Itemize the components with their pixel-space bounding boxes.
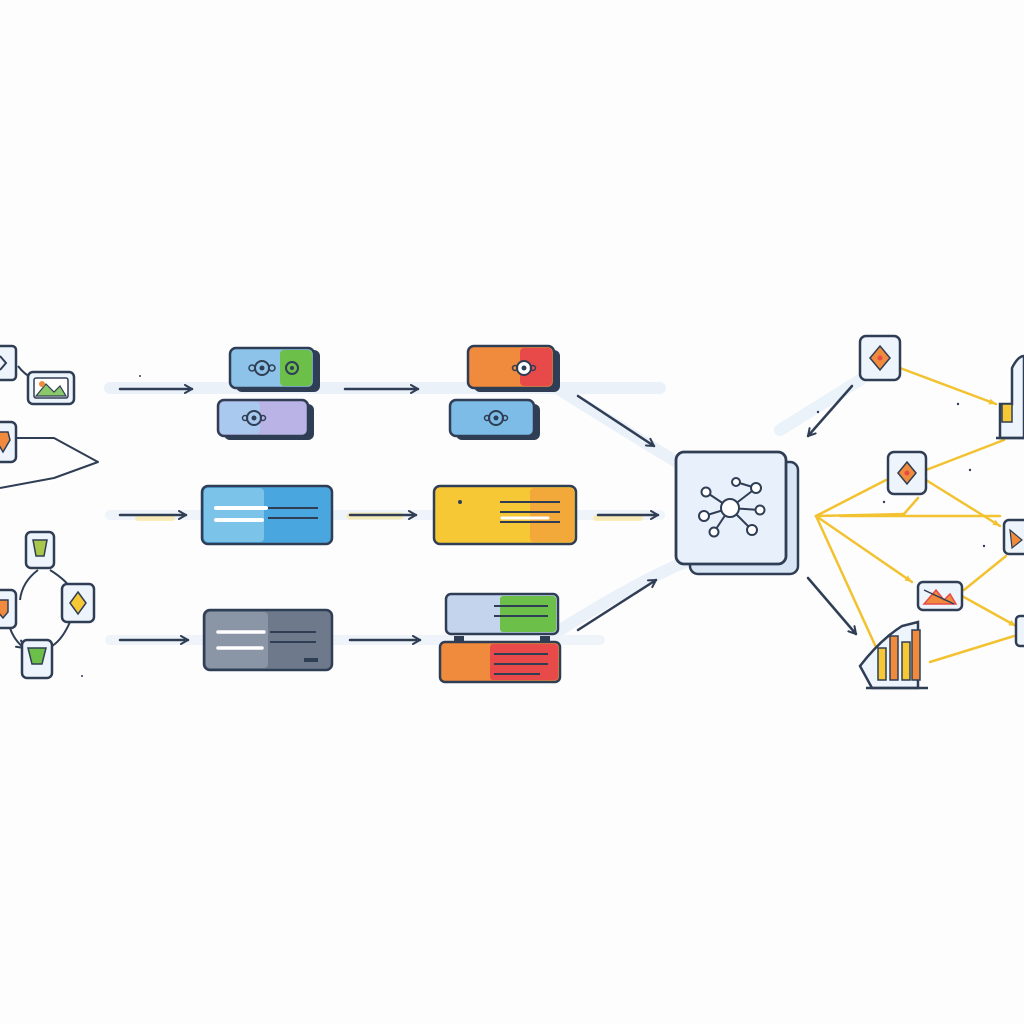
diamond-icon	[69, 590, 87, 616]
output-building-tile	[996, 354, 1024, 440]
dropper-icon	[32, 539, 48, 557]
bar-chart-icon	[877, 629, 921, 681]
source-image-tile	[26, 370, 76, 406]
stage-text-card-yellow	[432, 484, 578, 546]
source-dropper-tile	[24, 530, 56, 570]
source-shield-tile-2	[0, 588, 18, 630]
decor-dots	[81, 375, 986, 677]
source-diamond-tile	[0, 344, 18, 382]
device-icon	[1009, 528, 1023, 550]
gear-icon	[285, 361, 299, 375]
central-hub	[674, 450, 800, 576]
source-cycle	[0, 530, 96, 680]
gear-icon	[248, 360, 276, 376]
stage-text-card-blue	[200, 484, 334, 546]
gear-icon	[511, 360, 537, 376]
diamond-icon	[0, 355, 8, 371]
output-diamond-tile-2	[886, 450, 928, 496]
output-image-tile	[916, 580, 964, 612]
shield-icon	[0, 431, 11, 454]
stage-text-card-gray	[202, 608, 334, 672]
dropper-icon	[27, 647, 47, 665]
stage-gear-stack-1	[216, 346, 320, 440]
stage-gear-stack-2	[448, 344, 560, 440]
shield-icon	[0, 599, 9, 620]
output-links	[814, 366, 1018, 664]
arrow	[576, 578, 658, 632]
gear-icon	[483, 410, 509, 426]
gear-icon	[241, 410, 267, 426]
source-diamond-tile-2	[60, 582, 96, 624]
network-icon	[698, 477, 766, 538]
arrow	[806, 576, 858, 636]
output-device-tile	[1002, 518, 1024, 648]
arrow	[576, 394, 656, 448]
output-chart-tile	[858, 620, 928, 690]
output-diamond-tile-1	[858, 334, 902, 382]
arrow	[806, 384, 854, 438]
image-icon	[34, 383, 68, 397]
source-cup-tile	[20, 638, 54, 680]
flow-arrows	[118, 384, 858, 645]
source-shield-tile	[0, 420, 18, 464]
stage-text-stack	[438, 592, 562, 684]
sources-group	[0, 344, 99, 680]
building-icon	[998, 354, 1024, 440]
